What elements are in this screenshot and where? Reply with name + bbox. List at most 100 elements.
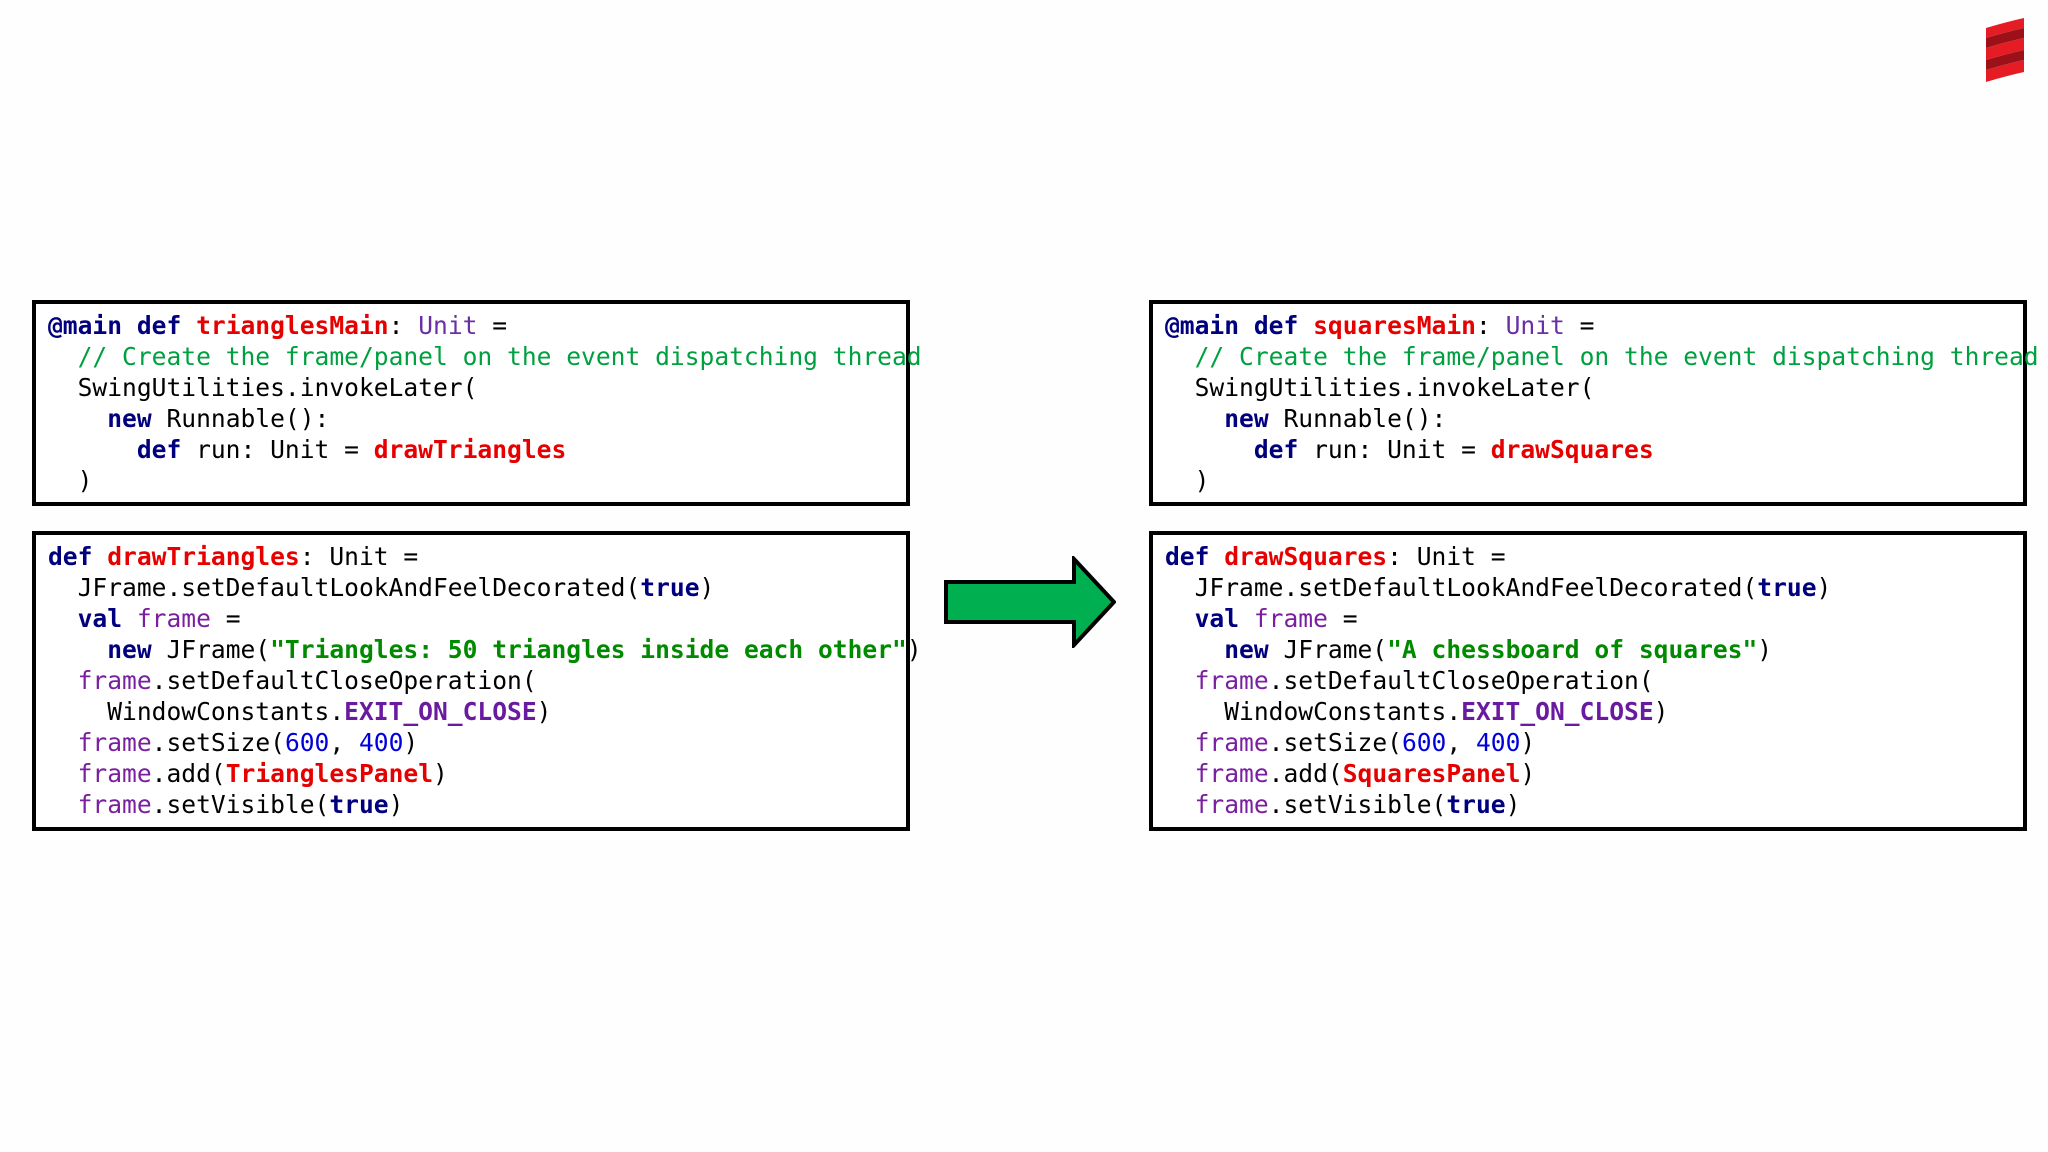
right-arrow-icon <box>944 556 1116 648</box>
code-line: frame.setDefaultCloseOperation( <box>1165 665 2023 696</box>
code-line: def run: Unit = drawTriangles <box>48 434 906 465</box>
code-line: frame.setSize(600, 400) <box>48 727 906 758</box>
code-token: frame <box>1194 728 1269 757</box>
code-line: WindowConstants.EXIT_ON_CLOSE) <box>48 696 906 727</box>
code-token: ) <box>1165 466 1210 495</box>
code-token: ) <box>1816 573 1832 602</box>
code-token: true <box>329 790 389 819</box>
code-line: new JFrame("Triangles: 50 triangles insi… <box>48 634 921 665</box>
code-token <box>48 635 107 664</box>
code-token: frame <box>1194 666 1269 695</box>
code-token: Runnable(): <box>151 404 330 433</box>
code-token: 600 <box>1401 728 1447 757</box>
code-token <box>1239 604 1254 633</box>
code-token: new <box>1224 635 1269 664</box>
code-token <box>92 542 107 571</box>
code-token: frame <box>1253 604 1328 633</box>
code-token: new <box>107 404 152 433</box>
code-token: frame <box>1194 790 1269 819</box>
code-token: drawTriangles <box>107 542 300 571</box>
code-token: JFrame.setDefaultLookAndFeelDecorated( <box>1165 573 1758 602</box>
code-token <box>48 604 78 633</box>
code-token: 600 <box>284 728 330 757</box>
code-token: TrianglesPanel <box>225 759 434 788</box>
code-token <box>48 435 137 464</box>
code-token: true <box>1757 573 1817 602</box>
code-token <box>1209 542 1224 571</box>
code-token: true <box>1446 790 1506 819</box>
code-token: "A chessboard of squares" <box>1387 635 1758 664</box>
code-token: 400 <box>1475 728 1521 757</box>
code-token <box>1165 759 1195 788</box>
code-line: @main def squaresMain: Unit = <box>1165 310 2023 341</box>
code-token <box>1165 604 1195 633</box>
code-line: def run: Unit = drawSquares <box>1165 434 2023 465</box>
code-token: , <box>1446 728 1476 757</box>
code-token: frame <box>1194 759 1269 788</box>
code-panel-draw-squares: def drawSquares: Unit = JFrame.setDefaul… <box>1149 531 2027 831</box>
code-token: frame <box>77 759 152 788</box>
code-token: ) <box>1520 759 1536 788</box>
code-token <box>48 759 78 788</box>
code-token: // Create the frame/panel on the event d… <box>1194 342 2039 371</box>
code-token: .add( <box>151 759 226 788</box>
code-line: WindowConstants.EXIT_ON_CLOSE) <box>1165 696 2023 727</box>
code-token: drawTriangles <box>373 435 567 464</box>
code-token: .setDefaultCloseOperation( <box>151 666 537 695</box>
code-token: def <box>48 542 93 571</box>
code-line: // Create the frame/panel on the event d… <box>1165 341 2039 372</box>
code-token: val <box>77 604 123 633</box>
code-line: val frame = <box>1165 603 2023 634</box>
code-token: .add( <box>1268 759 1343 788</box>
code-token: def <box>136 435 182 464</box>
code-token: SquaresPanel <box>1342 759 1521 788</box>
code-token <box>1165 435 1254 464</box>
code-line: frame.setVisible(true) <box>1165 789 2023 820</box>
code-line: @main def trianglesMain: Unit = <box>48 310 906 341</box>
code-token <box>48 790 78 819</box>
code-token: : <box>388 311 419 340</box>
code-token: ) <box>433 759 448 788</box>
code-token: frame <box>77 790 152 819</box>
code-token: WindowConstants. <box>48 697 345 726</box>
code-token: = <box>1327 604 1358 633</box>
code-token: Unit <box>1505 311 1565 340</box>
code-token: def <box>1165 542 1210 571</box>
code-token: @main def <box>1165 311 1299 340</box>
code-token: : Unit = <box>1387 542 1506 571</box>
code-line: new Runnable(): <box>48 403 906 434</box>
code-line: frame.setDefaultCloseOperation( <box>48 665 906 696</box>
code-token: ) <box>699 573 715 602</box>
scala-logo-icon <box>1986 18 2024 82</box>
code-token: ) <box>48 466 93 495</box>
code-token <box>48 666 78 695</box>
code-token: def <box>1253 435 1299 464</box>
code-token: ) <box>388 790 404 819</box>
code-token: new <box>107 635 152 664</box>
code-token: .setSize( <box>151 728 285 757</box>
code-token: drawSquares <box>1490 435 1654 464</box>
code-line: frame.setSize(600, 400) <box>1165 727 2023 758</box>
code-token: frame <box>77 666 152 695</box>
code-token: trianglesMain <box>196 311 389 340</box>
code-line: def drawSquares: Unit = <box>1165 541 2023 572</box>
code-line: val frame = <box>48 603 906 634</box>
code-token: .setDefaultCloseOperation( <box>1268 666 1654 695</box>
code-token: ) <box>1653 697 1669 726</box>
code-token: // Create the frame/panel on the event d… <box>77 342 922 371</box>
code-token: , <box>329 728 359 757</box>
code-token: JFrame( <box>1268 635 1388 664</box>
code-token: .setVisible( <box>151 790 330 819</box>
code-token: WindowConstants. <box>1165 697 1462 726</box>
code-line: ) <box>48 465 906 496</box>
code-token: drawSquares <box>1224 542 1388 571</box>
code-token: = <box>477 311 508 340</box>
code-token: SwingUtilities.invokeLater( <box>1165 373 1595 402</box>
code-panel-draw-triangles: def drawTriangles: Unit = JFrame.setDefa… <box>32 531 922 831</box>
code-token: SwingUtilities.invokeLater( <box>48 373 478 402</box>
code-token: .setSize( <box>1268 728 1402 757</box>
code-token <box>48 728 78 757</box>
code-line: SwingUtilities.invokeLater( <box>1165 372 2023 403</box>
code-token <box>1165 790 1195 819</box>
code-line: frame.add(SquaresPanel) <box>1165 758 2023 789</box>
